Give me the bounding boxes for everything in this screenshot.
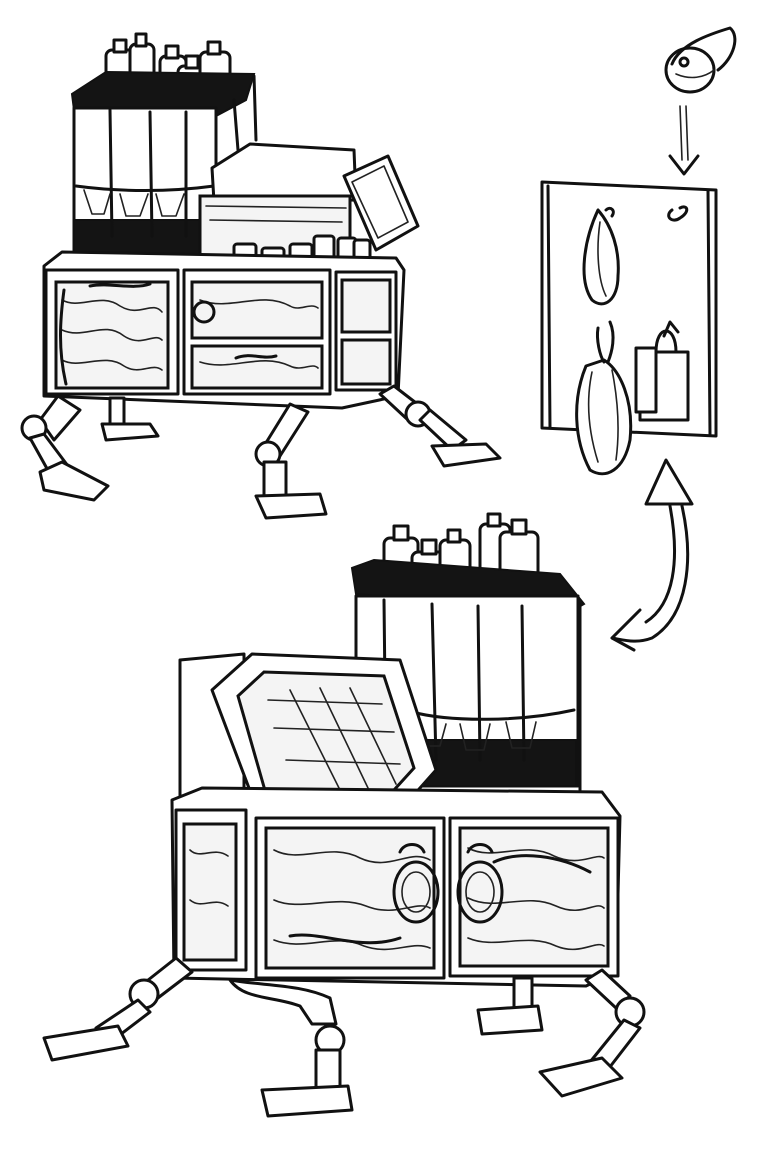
walking-cabinet-robot-icon xyxy=(42,512,646,1118)
curved-arrow-up-icon xyxy=(610,458,694,652)
robot-leg-icon xyxy=(42,956,646,1118)
walking-cabinet-robot-icon xyxy=(20,32,502,520)
arrow-down-icon xyxy=(668,105,700,176)
small-creature-icon xyxy=(664,26,737,94)
flat-panel-with-hooks-icon xyxy=(540,180,718,476)
robot-leg-icon xyxy=(20,384,502,520)
ring-handle-icon xyxy=(392,843,504,924)
